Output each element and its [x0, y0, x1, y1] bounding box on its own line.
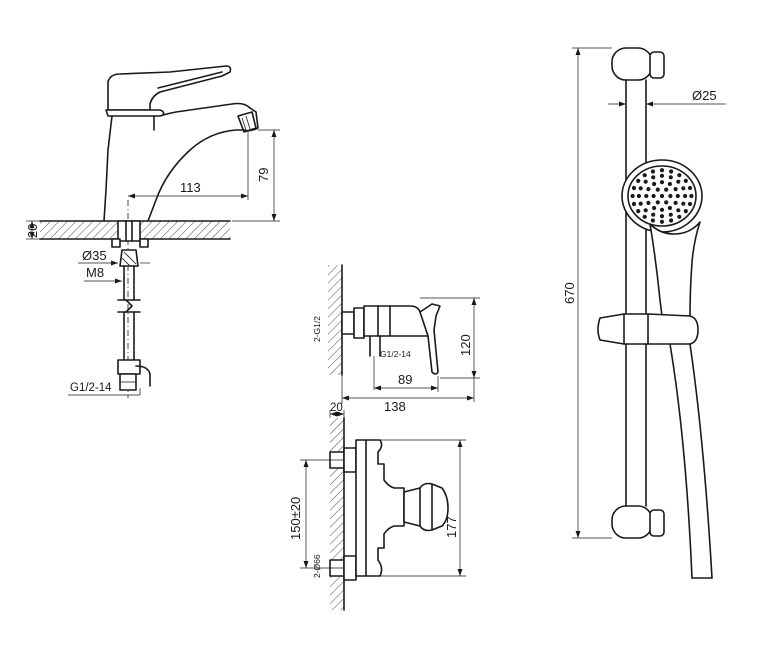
- mixer-lever: [107, 65, 232, 111]
- dim-wall-offset: 20: [330, 402, 343, 414]
- spray-hole: [638, 186, 643, 191]
- spray-hole: [675, 193, 680, 199]
- spray-hole: [650, 218, 656, 223]
- rail-bottom-bracket: [611, 505, 653, 539]
- spray-hole: [689, 193, 694, 199]
- spray-hole: [659, 214, 665, 219]
- spray-hole: [673, 200, 678, 205]
- spray-hole: [687, 185, 693, 191]
- spray-hole: [677, 214, 682, 219]
- front-mixer-body: [355, 439, 405, 577]
- side-mixer-lever: [419, 303, 441, 375]
- spray-hole: [668, 212, 673, 217]
- dim-side-height: 120: [458, 334, 473, 356]
- spray-hole: [646, 200, 651, 205]
- spray-hole: [677, 173, 682, 178]
- spray-hole: [668, 193, 673, 199]
- spray-hole: [638, 201, 643, 206]
- spray-hole: [651, 212, 656, 217]
- dim-spout-height: 79: [256, 168, 271, 182]
- side-inlet-thread: 2-G1/2: [312, 316, 322, 342]
- spray-hole: [664, 200, 669, 205]
- wall-hatch-upper: [328, 265, 342, 375]
- spray-hole: [676, 179, 681, 184]
- spray-hole: [659, 193, 665, 199]
- spray-hole: [659, 219, 665, 224]
- spray-hole: [667, 181, 673, 187]
- spray-hole: [642, 214, 647, 219]
- shower-spray-holes: [630, 168, 694, 224]
- dim-rail-length: 670: [562, 282, 577, 304]
- spray-hole: [650, 169, 656, 174]
- dim-rail-diameter: Ø25: [692, 88, 717, 103]
- spray-hole: [669, 218, 674, 223]
- spray-hole: [664, 187, 669, 192]
- spray-hole: [681, 201, 686, 206]
- spray-hole: [631, 185, 637, 191]
- shower-hose: [669, 343, 693, 579]
- spray-hole: [655, 187, 660, 192]
- shower-rail-drawing: Ø25 670: [562, 47, 726, 579]
- spray-hole: [667, 205, 673, 211]
- spray-hole: [636, 178, 641, 183]
- wall-hatch-lower: [330, 418, 344, 610]
- basin-mixer-drawing: 113 79 20 Ø35 M8 G1/2-14: [25, 65, 280, 398]
- spray-hole: [659, 180, 665, 185]
- dim-centres: 150±20: [288, 497, 303, 540]
- spray-hole: [683, 193, 688, 199]
- spray-hole: [631, 201, 637, 207]
- dim-front-total-height: 177: [444, 516, 459, 538]
- flex-hose: [123, 265, 135, 301]
- spray-hole: [659, 168, 665, 173]
- front-mixer-handle: [403, 482, 449, 532]
- spray-hole: [636, 193, 642, 199]
- spray-hole: [651, 193, 656, 199]
- dim-stud-thread: M8: [86, 265, 104, 280]
- dim-hose-connection: G1/2-14: [70, 382, 112, 394]
- spray-hole: [676, 208, 681, 213]
- rail-top-bracket: [611, 47, 653, 81]
- spray-hole: [652, 181, 657, 187]
- spray-hole: [659, 173, 665, 178]
- dim-side-total-depth: 138: [384, 399, 406, 414]
- dim-side-projection: 89: [398, 372, 412, 387]
- spray-hole: [683, 178, 688, 183]
- dim-counter-thickness: 20: [25, 224, 40, 238]
- spray-hole: [651, 175, 656, 180]
- mixer-body: [103, 115, 113, 222]
- spray-hole: [643, 208, 648, 213]
- dim-eccentric-diameter: 2-Ø66: [312, 554, 322, 578]
- dim-spout-reach: 113: [180, 180, 201, 195]
- mixer-spout: [147, 102, 259, 222]
- spray-hole: [652, 205, 657, 211]
- spray-hole: [655, 200, 660, 205]
- spray-hole: [630, 193, 635, 199]
- spray-hole: [673, 187, 678, 192]
- spray-hole: [646, 187, 651, 192]
- wall-mixer-front-drawing: 20 150±20 2-Ø66 177: [288, 402, 466, 611]
- spray-hole: [643, 179, 648, 184]
- side-inlet-thread-small: G1/2-14: [380, 349, 411, 359]
- spray-hole: [669, 169, 674, 174]
- spray-hole: [636, 209, 641, 214]
- spray-hole: [683, 209, 688, 214]
- dim-hole-diameter: Ø35: [82, 248, 107, 263]
- spray-hole: [642, 173, 647, 178]
- spray-hole: [681, 186, 686, 191]
- spray-hole: [668, 175, 673, 180]
- spray-hole: [659, 207, 665, 212]
- spray-hole: [687, 201, 693, 207]
- hand-shower-handle: [649, 221, 701, 317]
- wall-mixer-side-drawing: 2-G1/2 G1/2-14 120 89 138: [312, 264, 480, 414]
- spray-hole: [644, 193, 649, 199]
